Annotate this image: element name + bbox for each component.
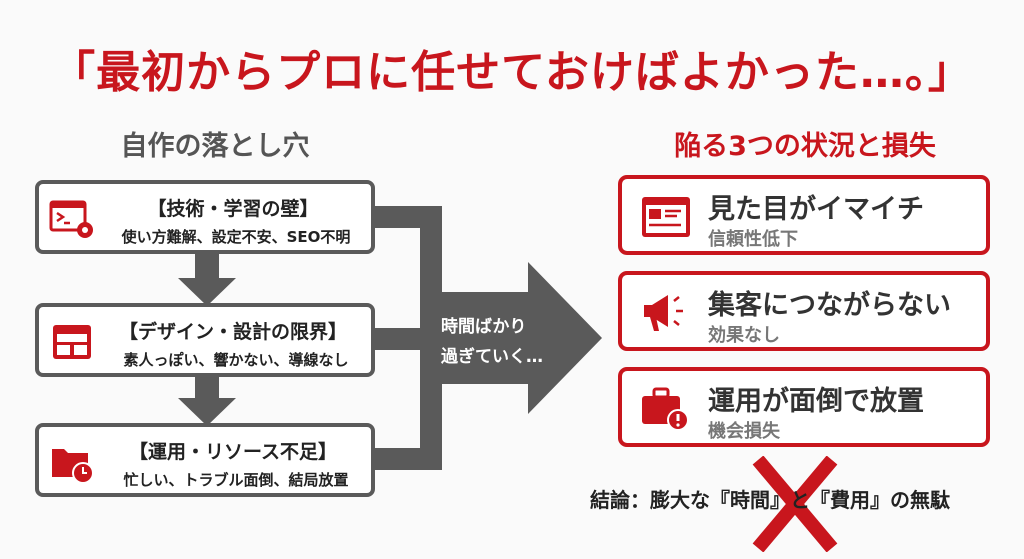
pitfall-desc: 素人っぽい、響かない、導線なし — [123, 351, 349, 369]
down-arrow-2 — [178, 376, 236, 426]
loss-box-marketing: 集客につながらない 効果なし — [618, 271, 990, 351]
terminal-gear-icon — [49, 200, 93, 238]
loss-title: 見た目がイマイチ — [708, 194, 924, 225]
folder-clock-icon — [52, 449, 94, 484]
pitfall-box-operation: 【運用・リソース不足】 忙しい、トラブル面倒、結局放置 — [35, 423, 375, 497]
megaphone-icon — [644, 295, 683, 331]
down-arrow-1 — [178, 254, 236, 306]
pitfall-box-design: 【デザイン・設計の限界】 素人っぽい、響かない、導線なし — [35, 303, 375, 377]
webpage-icon — [642, 197, 690, 237]
loss-box-appearance: 見た目がイマイチ 信頼性低下 — [618, 175, 990, 255]
pitfall-desc: 忙しい、トラブル面倒、結局放置 — [123, 471, 349, 489]
pitfall-desc: 使い方難解、設定不安、SEO不明 — [121, 228, 351, 246]
right-heading: 陥る3つの状況と損失 — [674, 131, 936, 162]
pitfall-title: 【技術・学習の壁】 — [147, 198, 319, 220]
pitfall-title: 【運用・リソース不足】 — [128, 441, 338, 463]
layout-window-icon — [53, 325, 91, 359]
loss-desc: 効果なし — [708, 325, 780, 346]
arrow-line-2: 過ぎていく… — [441, 347, 543, 367]
loss-box-neglect: 運用が面倒で放置 機会損失 — [618, 367, 990, 447]
left-heading: 自作の落とし穴 — [120, 131, 310, 162]
loss-title: 集客につながらない — [708, 290, 951, 321]
red-x-mark-icon — [752, 456, 838, 552]
pitfall-title: 【デザイン・設計の限界】 — [118, 321, 347, 343]
conclusion-text: 結論：膨大な『時間』と『費用』の無駄 — [590, 488, 950, 512]
arrow-label: 時間ばかり 過ぎていく… — [425, 312, 545, 372]
loss-desc: 機会損失 — [708, 421, 780, 442]
page-title: 「最初からプロに任せておけばよかった…。」 — [51, 47, 973, 98]
big-arrow — [420, 262, 602, 414]
loss-desc: 信頼性低下 — [708, 229, 798, 250]
briefcase-alert-icon — [642, 387, 689, 431]
loss-title: 運用が面倒で放置 — [708, 386, 924, 417]
arrow-line-1: 時間ばかり — [441, 317, 527, 337]
pitfall-box-tech: 【技術・学習の壁】 使い方難解、設定不安、SEO不明 — [35, 180, 375, 254]
